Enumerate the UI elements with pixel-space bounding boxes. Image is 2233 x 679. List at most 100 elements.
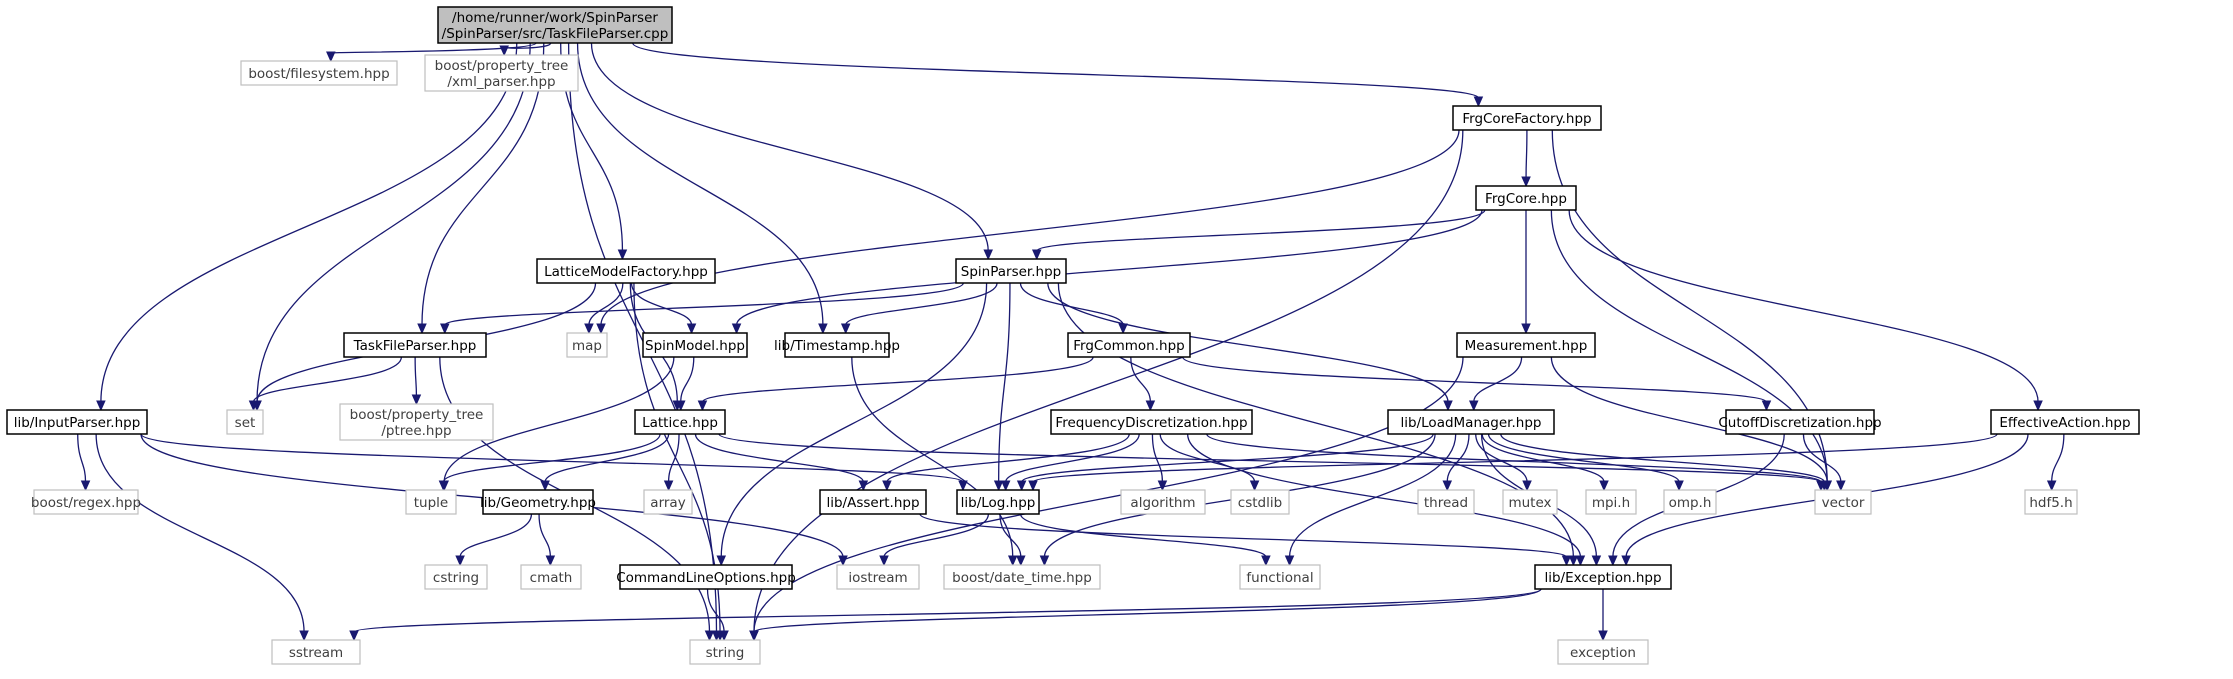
edge-line (353, 588, 1542, 633)
arrowhead (326, 51, 336, 63)
node-spinparser[interactable]: SpinParser.hpp (955, 258, 1067, 284)
node-algorithm[interactable]: algorithm (1120, 489, 1206, 515)
arrowhead (1561, 555, 1572, 567)
node-box (1452, 105, 1602, 131)
arrowhead (663, 480, 674, 492)
edge-line (544, 433, 670, 483)
node-box (33, 489, 139, 515)
node-label: cmath (530, 570, 573, 586)
edge-line (1550, 356, 1828, 483)
node-cmdline[interactable]: CommandLineOptions.hpp (616, 564, 796, 590)
node-frgcorefactory[interactable]: FrgCoreFactory.hpp (1452, 105, 1602, 131)
node-timestamp[interactable]: lib/Timestamp.hpp (774, 332, 900, 358)
node-mutex[interactable]: mutex (1502, 489, 1558, 515)
node-freqdisc[interactable]: FrequencyDiscretization.hpp (1050, 409, 1253, 435)
node-iostream[interactable]: iostream (836, 564, 920, 590)
arrowhead (299, 630, 309, 642)
node-label: exception (1570, 645, 1636, 661)
edge-measurement-to-loadmanager (1468, 356, 1523, 412)
node-latticemodelfactory[interactable]: LatticeModelFactory.hpp (536, 258, 716, 284)
node-box (643, 489, 693, 515)
node-cstring[interactable]: cstring (424, 564, 488, 590)
node-layer: /home/runner/work/SpinParser/SpinParser/… (6, 6, 2140, 665)
edge-timestamp-to-boost-dt (851, 356, 1018, 567)
node-sstream[interactable]: sstream (271, 639, 361, 665)
node-label: iostream (848, 570, 907, 586)
node-set[interactable]: set (226, 409, 264, 435)
node-taskfileparser[interactable]: TaskFileParser.hpp (343, 332, 487, 358)
node-cmath[interactable]: cmath (520, 564, 582, 590)
edge-inputparser-to-boost-regex (77, 433, 91, 492)
arrowhead (1157, 480, 1168, 492)
node-log[interactable]: lib/Log.hpp (956, 489, 1040, 515)
arrowhead (719, 630, 729, 642)
node-array[interactable]: array (643, 489, 693, 515)
node-box (1067, 332, 1191, 358)
edge-root-to-timestamp (576, 42, 828, 335)
edge-line (1047, 282, 1449, 403)
edge-line (600, 129, 1460, 326)
node-exception[interactable]: exception (1557, 639, 1649, 665)
node-lattice[interactable]: Lattice.hpp (634, 409, 726, 435)
edge-inputparser-to-log (140, 433, 968, 492)
node-assert[interactable]: lib/Assert.hpp (819, 489, 927, 515)
edge-spinparser-to-taskfileparser (440, 282, 964, 335)
node-loadmanager[interactable]: lib/LoadManager.hpp (1387, 409, 1555, 435)
edge-frgcorefactory-to-map (596, 129, 1460, 335)
edge-loadmanager-to-mpi (1481, 433, 1609, 492)
node-geometry[interactable]: lib/Geometry.hpp (480, 489, 596, 515)
node-omp[interactable]: omp.h (1663, 489, 1717, 515)
edge-taskfileparser-to-boost-ptree (411, 356, 422, 406)
edge-exception-h-to-exception (1598, 589, 1608, 642)
node-boost-fs[interactable]: boost/filesystem.hpp (240, 60, 398, 86)
node-box (226, 409, 264, 435)
node-inputparser[interactable]: lib/InputParser.hpp (6, 409, 148, 435)
node-cstdlib[interactable]: cstdlib (1230, 489, 1290, 515)
node-boost-xml[interactable]: boost/property_tree/xml_parser.hpp (424, 54, 579, 92)
node-box (619, 564, 793, 590)
edge-line (667, 433, 680, 483)
node-boost-dt[interactable]: boost/date_time.hpp (943, 564, 1101, 590)
node-exception-h[interactable]: lib/Exception.hpp (1534, 564, 1672, 590)
arrowhead (840, 323, 851, 335)
node-root[interactable]: /home/runner/work/SpinParser/SpinParser/… (437, 6, 673, 44)
arrowhead (1443, 400, 1453, 412)
arrowhead (2046, 480, 2057, 492)
node-box (1475, 185, 1577, 211)
edge-exception-h-to-sstream (349, 588, 1542, 642)
arrowhead (1521, 323, 1531, 335)
node-frgcore[interactable]: FrgCore.hpp (1475, 185, 1577, 211)
arrowhead (411, 394, 422, 406)
edge-lattice-to-assert (694, 433, 869, 492)
edge-line (1005, 433, 1140, 483)
edge-line (330, 42, 537, 54)
node-vector[interactable]: vector (1814, 489, 1872, 515)
node-boost-regex[interactable]: boost/regex.hpp (31, 489, 141, 515)
edge-line (998, 282, 1011, 483)
edge-geometry-to-cmath (538, 513, 556, 567)
edge-line (886, 433, 1130, 483)
edge-spinparser-to-cmdline (716, 282, 988, 567)
node-functional[interactable]: functional (1239, 564, 1321, 590)
node-string[interactable]: string (689, 639, 761, 665)
node-label: boost/property_tree (350, 407, 484, 423)
node-mpi[interactable]: mpi.h (1585, 489, 1637, 515)
node-tuple[interactable]: tuple (405, 489, 457, 515)
node-box (634, 409, 726, 435)
arrowhead (584, 323, 594, 335)
edge-line (1182, 356, 1768, 403)
node-boost-ptree[interactable]: boost/property_tree/ptree.hpp (339, 403, 494, 441)
node-frgcommon[interactable]: FrgCommon.hpp (1067, 332, 1191, 358)
node-measurement[interactable]: Measurement.hpp (1456, 332, 1596, 358)
node-label: lib/InputParser.hpp (14, 415, 141, 431)
node-map[interactable]: map (566, 332, 608, 358)
node-box (819, 489, 927, 515)
arrowhead (440, 323, 450, 335)
edge-line (1487, 433, 1680, 483)
node-hdf5[interactable]: hdf5.h (2024, 489, 2078, 515)
node-cutoffdisc[interactable]: CutoffDiscretization.hpp (1718, 409, 1882, 435)
node-thread[interactable]: thread (1417, 489, 1475, 515)
node-spinmodel[interactable]: SpinModel.hpp (642, 332, 748, 358)
node-effectiveaction[interactable]: EffectiveAction.hpp (1990, 409, 2140, 435)
edge-line (999, 513, 1022, 558)
